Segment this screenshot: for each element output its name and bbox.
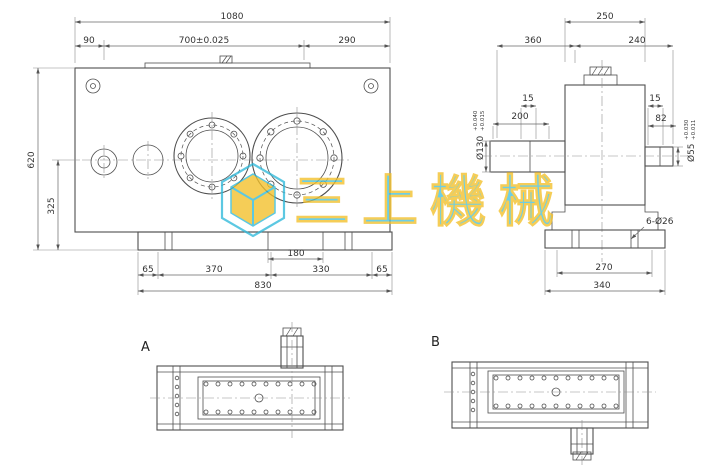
section-b-shaft xyxy=(570,427,594,461)
side-view: 250 360 240 15 200 15 82 Ø xyxy=(473,12,697,295)
dim-base-width: 830 xyxy=(254,281,271,291)
dim-center-span: 700±0.025 xyxy=(179,36,229,46)
dim-foot-right: 65 xyxy=(376,265,387,275)
section-view-a: A xyxy=(141,322,350,438)
dim-span-right: 330 xyxy=(312,265,329,275)
dim-left-offset: 90 xyxy=(83,36,95,46)
dim-total-height: 620 xyxy=(27,151,37,168)
dim-side-base-width: 340 xyxy=(593,281,610,291)
hexagon-logo-icon xyxy=(220,162,286,238)
bearing-flange-1 xyxy=(173,112,251,200)
front-view: 1080 90 700±0.025 290 620 325 180 xyxy=(27,12,393,295)
dim-bore-large: Ø130 xyxy=(475,135,486,160)
section-a-label: A xyxy=(141,340,150,355)
front-shaft-holes xyxy=(82,141,352,179)
section-a-body xyxy=(150,322,350,438)
section-view-b: B xyxy=(431,335,656,465)
dim-step-left: 15 xyxy=(522,94,533,104)
watermark-text: 三上機械 xyxy=(294,170,566,235)
front-dimensions: 1080 90 700±0.025 290 620 325 180 xyxy=(27,12,393,295)
watermark: 三上機械 xyxy=(220,162,566,238)
dim-center-height: 325 xyxy=(47,197,57,214)
side-body-outline xyxy=(482,60,692,262)
bearing-flange-2 xyxy=(251,107,343,209)
front-corner-holes xyxy=(85,78,379,94)
dim-base-inner: 270 xyxy=(595,263,612,273)
dim-span-left: 370 xyxy=(205,265,222,275)
dim-bore-large-tol-upper: +0.040 xyxy=(473,110,479,131)
dim-shaft-small-tol-lower: +0.011 xyxy=(691,120,697,140)
dim-bore-large-tol-lower: +0.015 xyxy=(480,110,486,131)
dim-right-span: 240 xyxy=(628,36,645,46)
dim-shaft-right-length: 82 xyxy=(655,114,666,124)
dim-shaft-small: Ø55 xyxy=(686,143,697,162)
dim-total-width: 1080 xyxy=(221,12,244,22)
dim-left-span: 360 xyxy=(524,36,541,46)
dim-foot-left: 65 xyxy=(142,265,153,275)
dim-step-right: 15 xyxy=(649,94,660,104)
dim-shaft-small-tol-upper: +0.030 xyxy=(684,119,690,140)
side-dimensions: 250 360 240 15 200 15 82 Ø xyxy=(473,12,697,295)
front-body-outline xyxy=(74,55,393,251)
dim-right-offset: 290 xyxy=(338,36,355,46)
dim-shaft-length: 200 xyxy=(511,112,528,122)
section-b-label: B xyxy=(431,335,440,350)
dim-top-width: 250 xyxy=(596,12,613,22)
dim-bolt-holes: 6-Ø26 xyxy=(646,216,674,227)
section-b-body xyxy=(444,361,656,465)
dim-slot-span: 180 xyxy=(287,249,304,259)
